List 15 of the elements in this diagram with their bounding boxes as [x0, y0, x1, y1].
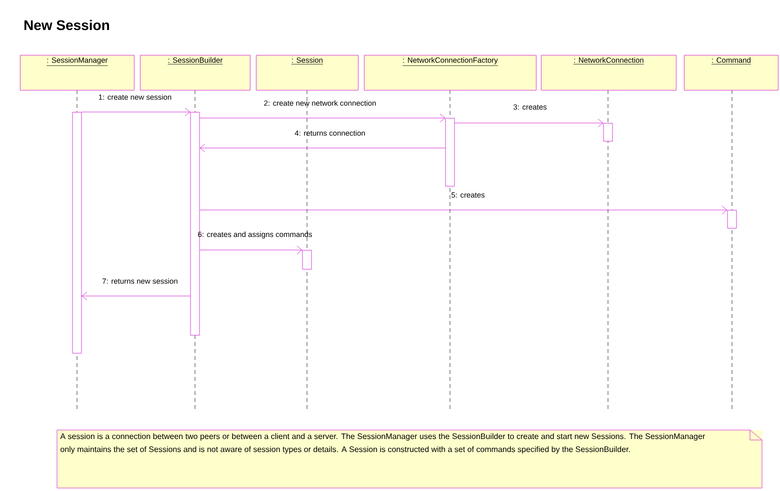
activation-bar: [72, 112, 82, 354]
message-arrow: [200, 114, 446, 122]
message-arrow: [82, 108, 190, 116]
activation-bar: [302, 250, 312, 270]
message-arrow: [200, 246, 302, 254]
message-arrow: [200, 144, 446, 152]
note: A session is a connection between two peers or between a client and a server. The SessionManager uses the SessionBuilder to create and start new Sessions. The SessionManager only maintains the set of Sessions and is not aware of session types or details. A Session is constructed with a set of commands specified by the SessionBuilder.: [56, 430, 762, 488]
activation-bar: [727, 210, 737, 228]
message-arrow: [82, 292, 190, 300]
activation-bar: [190, 112, 200, 336]
title: New Session: [24, 20, 110, 30]
message-arrow: [200, 206, 728, 214]
activation-bar: [445, 118, 455, 186]
activation-bar: [603, 123, 613, 142]
message-arrow: [454, 118, 604, 128]
